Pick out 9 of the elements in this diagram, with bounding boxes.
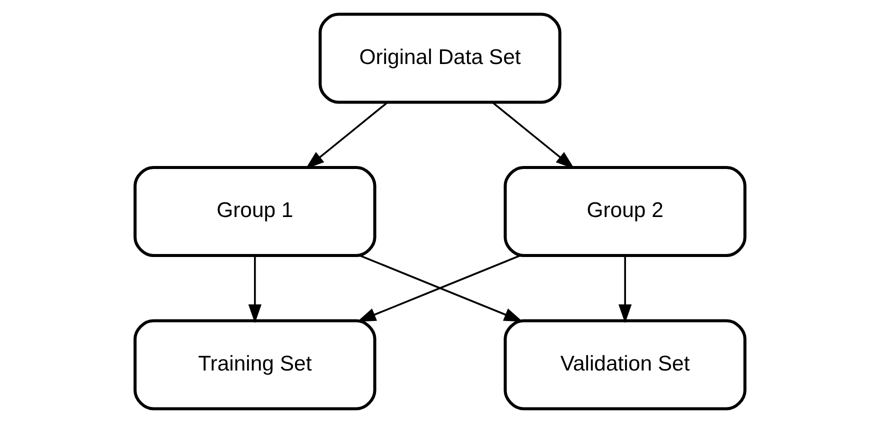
arrow xyxy=(248,256,261,324)
node-box: Original Data Set xyxy=(318,12,561,104)
node-box: Training Set xyxy=(133,319,376,410)
arrow xyxy=(304,102,388,169)
node-box: Group 1 xyxy=(133,166,376,258)
node-box: Group 2 xyxy=(503,166,746,258)
node-box: Validation Set xyxy=(503,319,746,410)
arrow xyxy=(618,256,632,324)
arrow xyxy=(491,102,574,169)
